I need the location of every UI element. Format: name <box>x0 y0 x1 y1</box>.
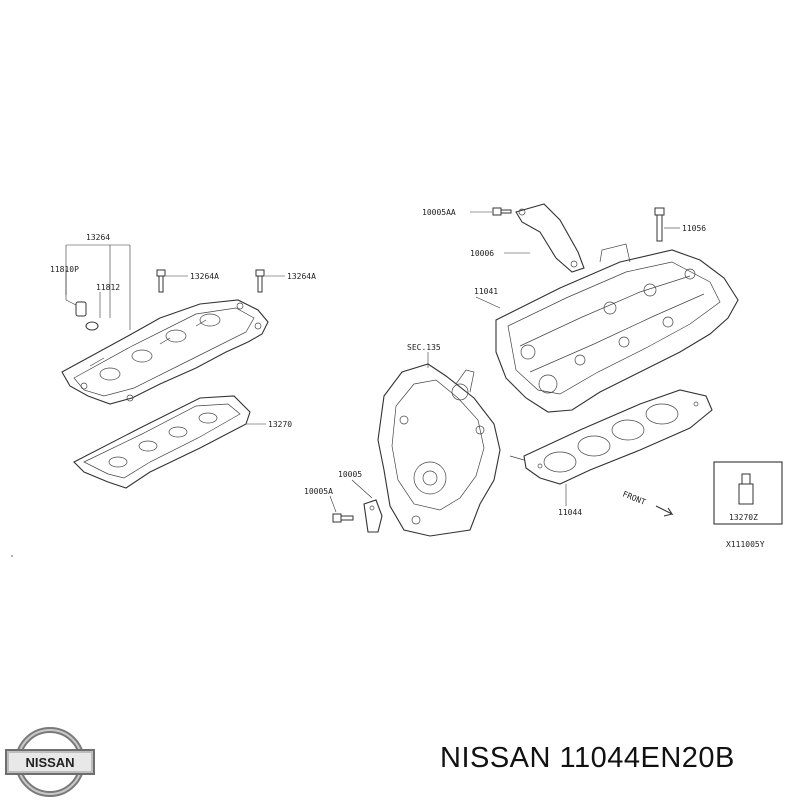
pcv-valve-11810p <box>65 270 87 317</box>
inset-box-13270z <box>713 461 783 525</box>
bolt-10005a <box>329 495 354 523</box>
label-13264a-2: 13264A <box>287 272 316 281</box>
label-front: FRONT <box>621 490 647 507</box>
bolt-13264a-2 <box>255 269 285 293</box>
bracket-10005 <box>351 479 383 533</box>
valve-cover <box>61 299 269 405</box>
label-11812: 11812 <box>96 283 120 292</box>
bolt-13264a-1 <box>156 269 188 293</box>
front-arrow <box>655 505 674 517</box>
label-11041: 11041 <box>474 287 498 296</box>
bracket-10006 <box>504 203 585 273</box>
label-13270z: 13270Z <box>729 513 758 522</box>
label-13264: 13264 <box>86 233 110 242</box>
label-sec135: SEC.135 <box>407 343 441 352</box>
part-number-title: NISSAN 11044EN20B <box>440 742 735 774</box>
stray-dot <box>11 555 13 557</box>
label-10005aa: 10005AA <box>422 208 456 217</box>
bolt-10005aa <box>470 207 512 216</box>
timing-cover-sec135 <box>377 352 501 537</box>
label-11044: 11044 <box>558 508 582 517</box>
label-10005: 10005 <box>338 470 362 479</box>
label-10006: 10006 <box>470 249 494 258</box>
valve-cover-gasket-13270 <box>73 395 266 489</box>
head-gasket-11044 <box>509 389 713 506</box>
cylinder-head-11041 <box>475 243 739 413</box>
label-11056: 11056 <box>682 224 706 233</box>
bolt-11056 <box>654 207 680 242</box>
label-13270: 13270 <box>268 420 292 429</box>
nissan-logo: NISSAN <box>5 727 95 797</box>
logo-wordmark: NISSAN <box>25 755 74 770</box>
label-11810p: 11810P <box>50 265 79 274</box>
label-10005a: 10005A <box>304 487 333 496</box>
label-13264a-1: 13264A <box>190 272 219 281</box>
diagram-reference-code: X111005Y <box>726 540 765 549</box>
grommet-11812 <box>85 292 101 331</box>
